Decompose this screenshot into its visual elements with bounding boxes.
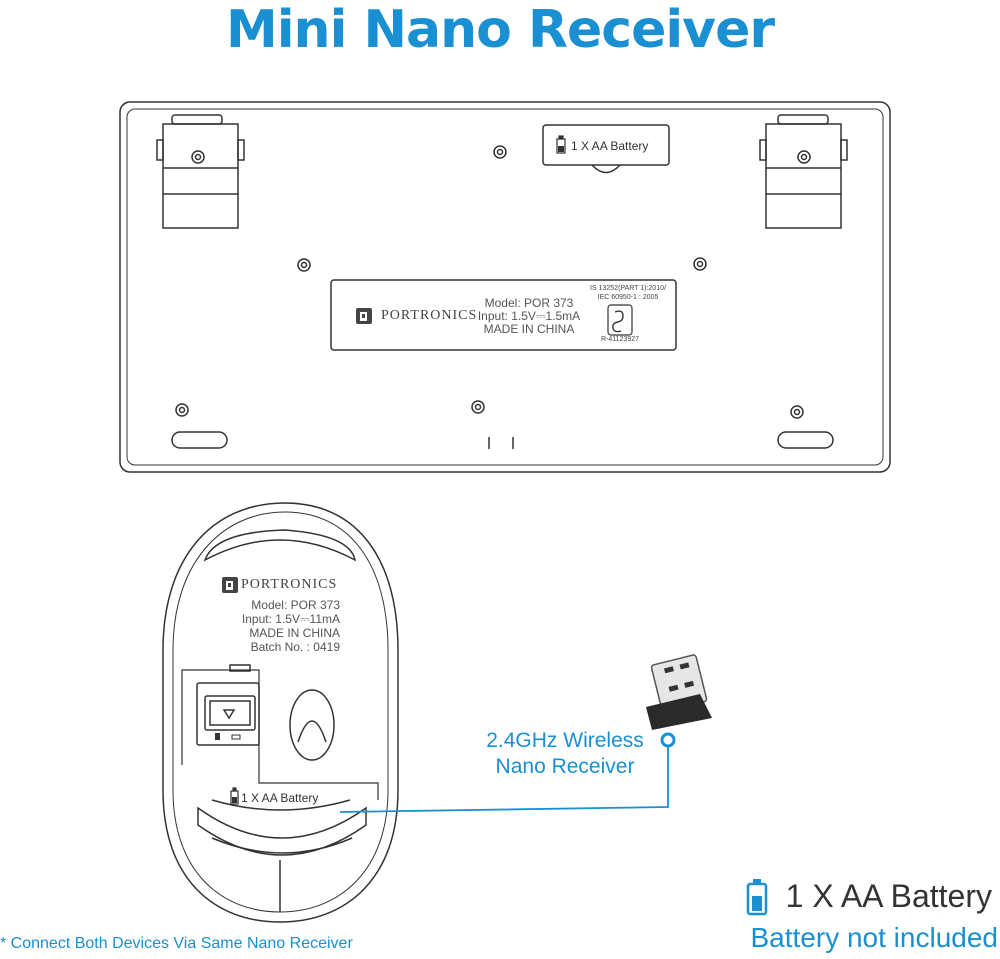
battery-icon <box>556 135 566 154</box>
mouse-model: Model: POR 373 <box>251 598 340 612</box>
portronics-logo-icon <box>356 308 372 324</box>
keyboard-registration: R-41123927 <box>600 336 639 343</box>
mouse-battery-label: 1 X AA Battery <box>241 791 319 805</box>
receiver-line-2: Nano Receiver <box>495 755 635 778</box>
keyboard-label-plate <box>330 279 677 351</box>
mouse-brand: PORTRONICS <box>241 577 338 592</box>
footnote: * Connect Both Devices Via Same Nano Rec… <box>0 935 353 952</box>
keyboard-standard-2: IEC 60950-1 : 2005 <box>597 294 659 301</box>
aa-battery-icon <box>746 879 768 916</box>
receiver-callout: 2.4GHz Wireless Nano Receiver <box>470 728 660 780</box>
mouse-underside <box>162 502 399 923</box>
battery-note: Battery not included <box>750 922 999 953</box>
keyboard-foot-right <box>759 114 848 229</box>
page-title: Mini Nano Receiver <box>225 0 775 60</box>
battery-count-text: 1 X AA Battery <box>785 878 992 914</box>
mouse-made-in: MADE IN CHINA <box>249 626 340 640</box>
keyboard-model: Model: POR 373 <box>484 296 574 310</box>
receiver-pointer-line <box>339 742 669 813</box>
portronics-logo-icon <box>222 577 238 593</box>
keyboard-made-in: MADE IN CHINA <box>483 322 575 336</box>
keyboard-brand: PORTRONICS <box>381 308 478 323</box>
receiver-line-1: 2.4GHz Wireless <box>486 729 644 752</box>
mouse-batch: Batch No. : 0419 <box>250 640 340 654</box>
keyboard-standard-1: IS 13252(PART 1):2010/ <box>590 285 666 292</box>
nano-receiver-icon <box>646 654 712 730</box>
battery-icon <box>230 787 239 805</box>
keyboard-underside <box>119 101 891 473</box>
keyboard-foot-left <box>156 114 245 229</box>
keyboard-battery-label: 1 X AA Battery <box>571 139 649 153</box>
screws <box>175 145 811 419</box>
keyboard-input: Input: 1.5V⎓1.5mA <box>477 309 581 323</box>
battery-count: 1 X AA Battery <box>786 878 992 915</box>
keyboard-battery-cover <box>542 124 670 166</box>
mouse-input: Input: 1.5V⎓11mA <box>241 612 340 626</box>
switch-icons <box>215 733 241 740</box>
